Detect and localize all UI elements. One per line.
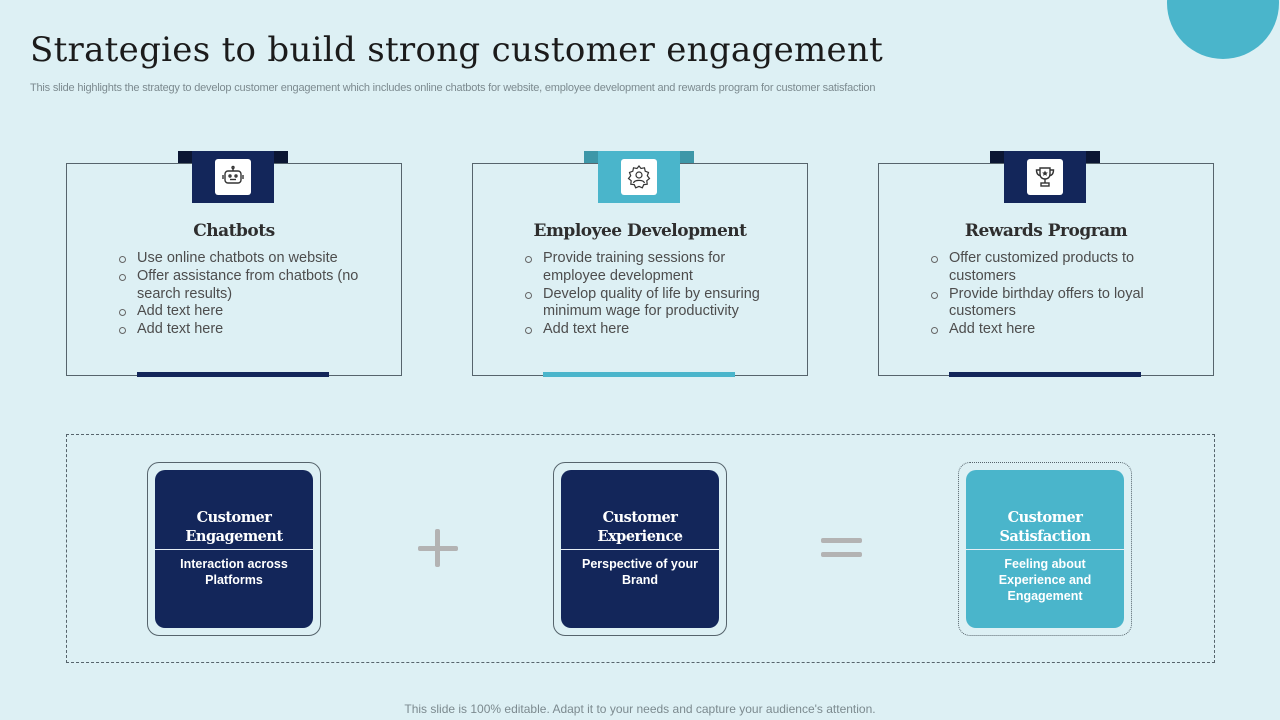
decorative-corner-circle [1167, 0, 1279, 59]
divider [155, 549, 313, 550]
list-item: Use online chatbots on website [119, 250, 379, 268]
plus-icon-vertical [435, 529, 440, 567]
card-rewards-program: Rewards Program Offer customized product… [878, 151, 1214, 377]
divider [561, 549, 719, 550]
page-subtitle: This slide highlights the strategy to de… [30, 82, 876, 94]
equation-box: Customer Satisfaction Feeling about Expe… [966, 470, 1124, 628]
list-item: Provide training sessions for employee d… [525, 250, 785, 286]
card-icon-box [598, 151, 680, 203]
equation-description: Perspective of your Brand [581, 557, 698, 587]
equation-title-line: Engagement [185, 528, 283, 545]
card-title: Chatbots [193, 221, 275, 241]
card-bullet-list: Provide training sessions for employee d… [525, 250, 785, 339]
card-employee-development: Employee Development Provide training se… [472, 151, 808, 377]
equation-block-engagement: Customer Engagement Interaction across P… [147, 462, 321, 636]
equation-title: Customer Experience [561, 508, 719, 546]
equation-title-line: Experience [597, 528, 683, 545]
equation-box: Customer Engagement Interaction across P… [155, 470, 313, 628]
footer-note: This slide is 100% editable. Adapt it to… [404, 702, 876, 716]
list-item: Develop quality of life by ensuring mini… [525, 286, 785, 322]
equation-description: Interaction across Platforms [180, 557, 288, 587]
equation-box: Customer Experience Perspective of your … [561, 470, 719, 628]
card-title: Employee Development [533, 221, 747, 241]
list-item: Add text here [931, 321, 1191, 339]
chatbot-icon [215, 159, 251, 195]
equation-title-line: Customer [1007, 509, 1083, 526]
list-item: Add text here [525, 321, 785, 339]
equation-panel [66, 434, 1215, 663]
equals-icon-lower [821, 552, 862, 557]
equation-title: Customer Satisfaction [966, 508, 1124, 546]
equation-block-experience: Customer Experience Perspective of your … [553, 462, 727, 636]
equation-title-line: Customer [602, 509, 678, 526]
card-icon-box [192, 151, 274, 203]
list-item: Offer assistance from chatbots (no searc… [119, 268, 379, 304]
employee-gear-icon [621, 159, 657, 195]
card-icon-box [1004, 151, 1086, 203]
list-item: Offer customized products to customers [931, 250, 1191, 286]
list-item: Add text here [119, 321, 379, 339]
card-accent-bar [137, 372, 329, 377]
divider [966, 549, 1124, 550]
equation-block-satisfaction: Customer Satisfaction Feeling about Expe… [958, 462, 1132, 636]
equation-title: Customer Engagement [155, 508, 313, 546]
card-accent-bar [949, 372, 1141, 377]
trophy-icon [1027, 159, 1063, 195]
page-title: Strategies to build strong customer enga… [30, 30, 884, 70]
list-item: Provide birthday offers to loyal custome… [931, 286, 1191, 322]
card-bullet-list: Use online chatbots on website Offer ass… [119, 250, 379, 339]
list-item: Add text here [119, 303, 379, 321]
equals-icon [821, 538, 862, 543]
card-accent-bar [543, 372, 735, 377]
card-bullet-list: Offer customized products to customers P… [931, 250, 1191, 339]
equation-title-line: Customer [196, 509, 272, 526]
equation-title-line: Satisfaction [999, 528, 1091, 545]
equation-description: Feeling about Experience and Engagement [998, 557, 1092, 603]
card-title: Rewards Program [964, 221, 1128, 241]
card-chatbots: Chatbots Use online chatbots on website … [66, 151, 402, 377]
